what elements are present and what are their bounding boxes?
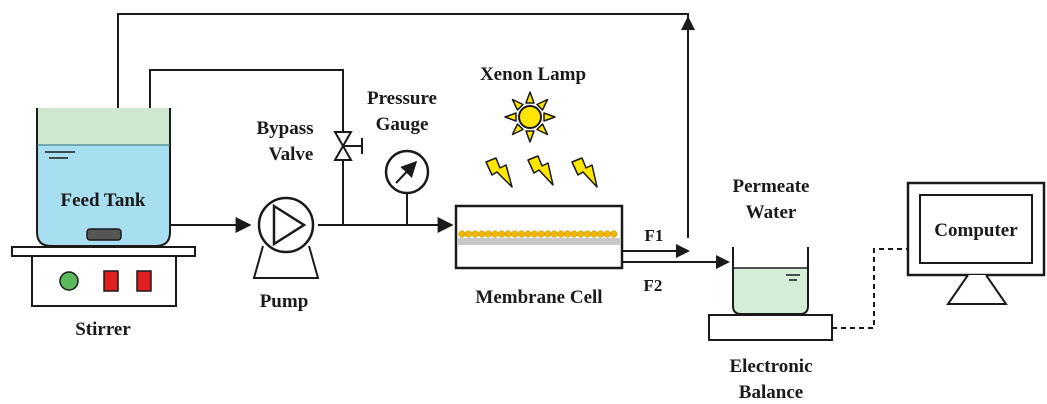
membrane-particle [471, 230, 479, 238]
sun-icon [504, 91, 556, 143]
permeate-water-label-1: Permeate [733, 176, 810, 197]
membrane-particle [550, 230, 558, 238]
membrane-particle [478, 230, 486, 238]
tank-headspace [37, 108, 170, 145]
computer-label: Computer [934, 220, 1018, 241]
membrane-particle [610, 230, 618, 238]
membrane-particle [537, 230, 545, 238]
membrane-band [458, 238, 620, 245]
permeate-water-label-2: Water [746, 202, 797, 223]
membrane-particle [491, 230, 499, 238]
lightning-icon [485, 157, 513, 188]
membrane-particle [504, 230, 512, 238]
electronic-balance-label-2: Balance [739, 382, 803, 403]
feed-tank-label: Feed Tank [60, 190, 145, 211]
f1-label: F1 [645, 226, 664, 245]
membrane-particle [577, 230, 585, 238]
xenon-lamp-label: Xenon Lamp [480, 64, 586, 85]
membrane-particle [531, 230, 539, 238]
pressure-gauge-label-2: Gauge [376, 114, 429, 135]
membrane-cell-label: Membrane Cell [475, 287, 602, 308]
stirrer-button-red-1 [103, 270, 119, 292]
lightning-icon [571, 157, 598, 188]
membrane-particle [458, 230, 466, 238]
membrane-particle [498, 230, 506, 238]
membrane-particle [583, 230, 591, 238]
membrane-particle [465, 230, 473, 238]
feed-tank: Feed Tank [36, 108, 171, 247]
electronic-balance: Electronic Balance [708, 314, 833, 403]
membrane-particle [517, 230, 525, 238]
pump-label: Pump [260, 291, 309, 312]
membrane-particle [484, 230, 492, 238]
stirrer-label: Stirrer [75, 319, 131, 340]
computer: Computer [906, 181, 1046, 305]
outlet-lines: F1 F2 [622, 226, 730, 295]
lightning-icon [527, 155, 554, 186]
membrane-particle [557, 230, 565, 238]
membrane-particles [458, 230, 618, 238]
membrane-particle [570, 230, 578, 238]
stir-bar [86, 228, 122, 241]
f2-label: F2 [644, 276, 663, 295]
membrane-particle [544, 230, 552, 238]
membrane-particle [590, 230, 598, 238]
permeate-beaker: Permeate Water [732, 176, 810, 315]
tank-water [37, 145, 170, 246]
membrane-particle [597, 230, 605, 238]
membrane-particle [603, 230, 611, 238]
membrane-particle [511, 230, 519, 238]
monitor-icon [919, 194, 1033, 264]
bypass-valve-label-2: Valve [269, 144, 314, 165]
pressure-gauge-label-1: Pressure [367, 88, 437, 109]
pressure-gauge: Pressure Gauge [367, 88, 437, 225]
membrane-particle [564, 230, 572, 238]
pump: Pump [252, 196, 320, 312]
membrane-cell: Membrane Cell [454, 204, 624, 308]
data-cable [832, 248, 909, 329]
bypass-valve-label-1: Bypass [256, 118, 313, 139]
stirrer-knob-green [59, 271, 79, 291]
stirrer: Stirrer [11, 246, 196, 340]
bypass-valve: Bypass Valve [256, 118, 363, 165]
xenon-lamp: Xenon Lamp [480, 64, 598, 188]
membrane-particle [524, 230, 532, 238]
electronic-balance-label-1: Electronic [729, 356, 812, 377]
stirrer-button-red-2 [136, 270, 152, 292]
pump-icon [272, 203, 307, 247]
